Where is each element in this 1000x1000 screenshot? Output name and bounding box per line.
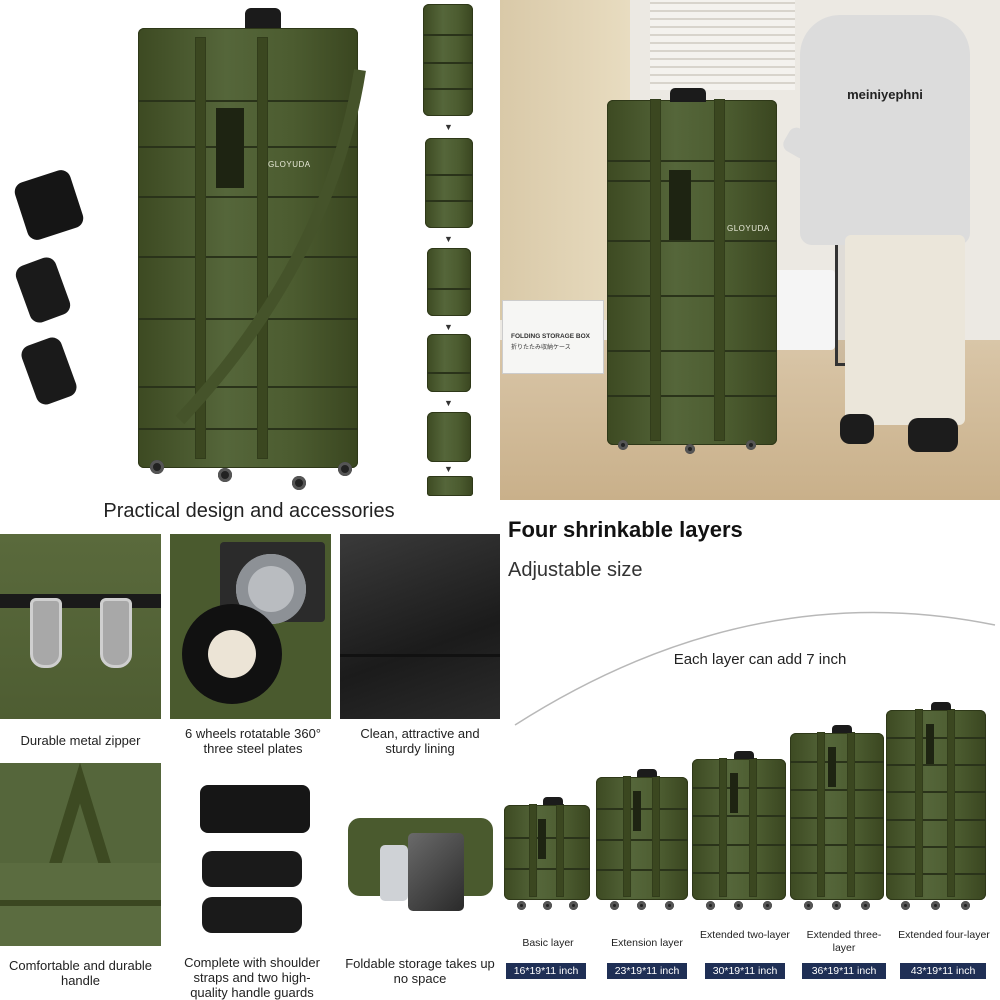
top-handle <box>245 8 281 28</box>
feature-zipper <box>0 534 161 719</box>
folding-sequence: ▼ ▼ ▼ ▼ ▼ <box>415 0 500 500</box>
layer-bag <box>790 733 884 900</box>
zipper-pocket <box>216 108 244 188</box>
layer-bag-wheel <box>762 901 772 910</box>
layers-subtitle: Adjustable size <box>508 559 643 581</box>
layer-bag-wheel <box>931 901 940 910</box>
feature-caption: Complete with shoulder straps and two hi… <box>184 955 320 1000</box>
brand-logo: GLOYUDA <box>268 160 311 169</box>
size-badge: 23*19*11 inch <box>607 963 687 979</box>
layer-bag-wheel <box>516 901 526 910</box>
layer-bag <box>596 777 688 900</box>
lifestyle-photo: FOLDING STORAGE BOX 折りたたみ収納ケース GLOYUDA m… <box>500 0 1000 500</box>
shoulder-strap <box>175 69 366 425</box>
layer-label: Basic layer <box>522 937 574 949</box>
size-badge: 36*19*11 inch <box>802 963 886 979</box>
arc-line <box>514 611 996 726</box>
feature-caption: Clean, attractive and sturdy lining <box>360 726 480 756</box>
layer-label: Extended four-layer <box>898 929 990 941</box>
feature-lining <box>340 534 500 719</box>
size-badge: 16*19*11 inch <box>506 963 586 979</box>
layer-bag-wheel <box>734 901 744 910</box>
layer-bag-handle <box>542 797 563 805</box>
arrow-down-icon: ▼ <box>444 234 453 244</box>
arrow-down-icon: ▼ <box>444 464 453 474</box>
person-hoodie: meiniyephni <box>800 15 970 245</box>
layer-bag-handle <box>931 702 951 710</box>
layer-bag-wheel <box>901 901 910 910</box>
photo-bag: GLOYUDA <box>607 100 777 445</box>
layer-bag-wheel <box>568 901 578 910</box>
feature-caption: Comfortable and durable handle <box>8 958 153 988</box>
feature-foldable <box>340 763 500 946</box>
layer-bag-wheel <box>665 901 674 910</box>
feature-caption: Durable metal zipper <box>20 733 141 748</box>
hoodie-print: meiniyephni <box>847 87 923 102</box>
handle-guard-1 <box>13 254 73 326</box>
layer-label: Extension layer <box>611 937 683 949</box>
layer-bag-handle <box>832 725 853 733</box>
layer-bag <box>504 805 590 900</box>
layer-bag-handle <box>734 751 755 759</box>
storage-box: FOLDING STORAGE BOX 折りたたみ収納ケース <box>502 300 604 374</box>
layer-bag-wheel <box>860 901 870 910</box>
layers-title: Four shrinkable layers <box>508 517 743 542</box>
arrow-down-icon: ▼ <box>444 122 453 132</box>
arrow-down-icon: ▼ <box>444 398 453 408</box>
box-label-jp: 折りたたみ収納ケース <box>511 345 571 351</box>
layer-bag-wheel <box>832 901 842 910</box>
feature-straps <box>170 763 331 946</box>
layer-label: Extended three-layer <box>806 929 882 954</box>
box-label: FOLDING STORAGE BOX <box>511 333 590 340</box>
arrow-down-icon: ▼ <box>444 322 453 332</box>
layers-note: Each layer can add 7 inch <box>673 651 847 668</box>
layer-bag-wheel <box>706 901 716 910</box>
handle-guard-2 <box>18 334 80 408</box>
feature-caption: Foldable storage takes up no space <box>345 956 495 986</box>
layer-bag <box>692 759 786 900</box>
person-pants <box>845 235 965 425</box>
size-badge: 43*19*11 inch <box>900 963 986 979</box>
shoulder-strap-pad <box>12 167 86 243</box>
hero-panel: GLOYUDA Practical design and accessories <box>0 0 410 522</box>
feature-caption: 6 wheels rotatable 360° three steel plat… <box>184 726 321 756</box>
layer-bag-wheel <box>542 901 552 910</box>
size-badge: 30*19*11 inch <box>705 963 785 979</box>
hero-caption: Practical design and accessories <box>103 500 395 522</box>
hero-bag: GLOYUDA <box>138 28 358 468</box>
feature-wheels <box>170 534 331 719</box>
layer-bag-handle <box>637 769 658 777</box>
layer-bag-wheel <box>637 901 647 910</box>
layers-section: Four shrinkable layers Adjustable size E… <box>500 505 1000 1000</box>
layer-bag-wheel <box>961 901 970 910</box>
feature-handle <box>0 763 161 946</box>
layer-bag <box>886 710 986 900</box>
layer-label: Extended two-layer <box>700 929 790 941</box>
brand-logo: GLOYUDA <box>727 224 770 233</box>
layer-bag-wheel <box>804 901 814 910</box>
layer-bag-wheel <box>609 901 619 910</box>
